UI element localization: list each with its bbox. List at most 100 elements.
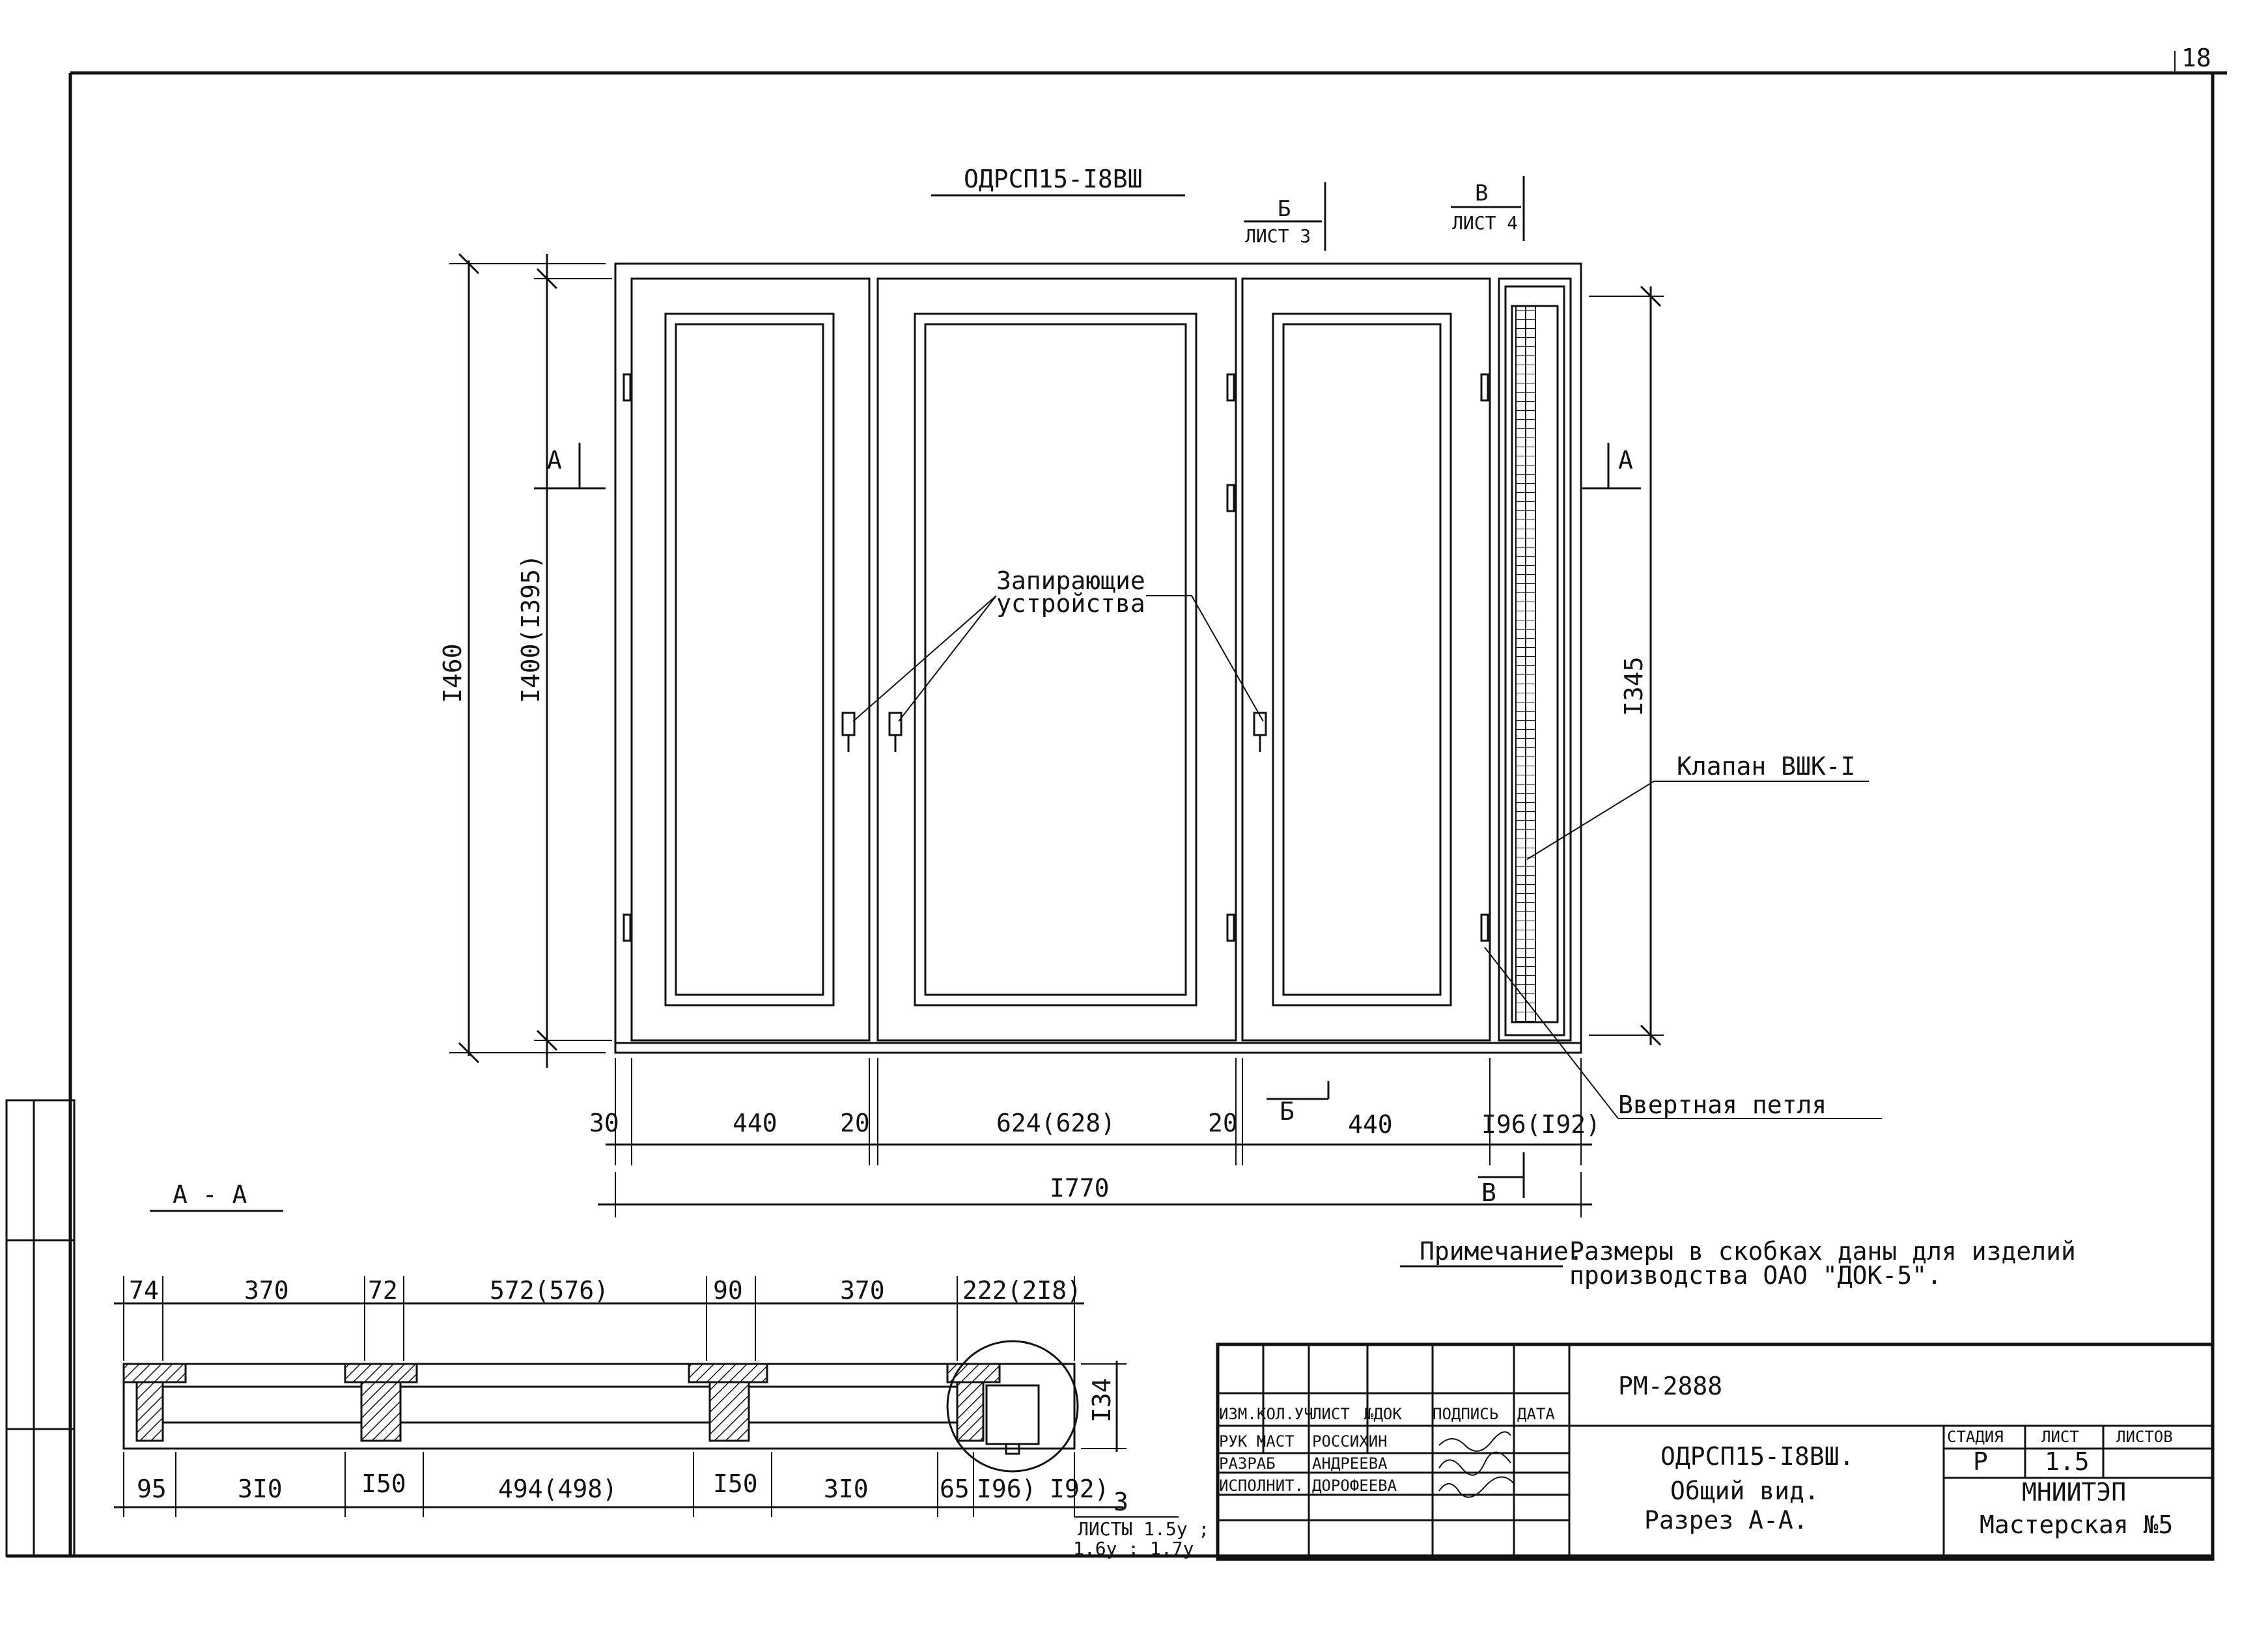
svg-text:ДОРОФЕЕВА: ДОРОФЕЕВА: [1312, 1477, 1397, 1495]
svg-text:ЛИСТЫ 1.5у ;: ЛИСТЫ 1.5у ;: [1078, 1518, 1209, 1540]
note: Примечание. Размеры в скобках даны для и…: [1400, 1237, 2076, 1290]
svg-text:ДАТА: ДАТА: [1517, 1405, 1555, 1423]
valve-label: Клапан ВШК-I: [1526, 752, 1869, 860]
svg-text:В: В: [1481, 1178, 1496, 1207]
svg-text:РУК МАСТ: РУК МАСТ: [1219, 1432, 1295, 1451]
svg-text:Б: Б: [1278, 196, 1291, 222]
svg-text:3I0: 3I0: [824, 1475, 869, 1503]
lock-device-icon: [841, 712, 1267, 752]
page-number: 18: [2181, 44, 2211, 72]
svg-text:ПОДПИСЬ: ПОДПИСЬ: [1433, 1405, 1498, 1423]
svg-text:ЛИСТ 4: ЛИСТ 4: [1452, 212, 1518, 234]
stamp-info: СТАДИЯ ЛИСТ ЛИСТОВ Р 1.5 МНИИТЭП Мастерс…: [1947, 1428, 2173, 1539]
svg-text:Р: Р: [1973, 1447, 1988, 1476]
section-marker-a-right: А: [1582, 443, 1641, 490]
svg-text:Ввертная петля: Ввертная петля: [1618, 1090, 1827, 1119]
title-block: [1216, 1342, 2215, 1561]
svg-text:I50: I50: [361, 1469, 406, 1498]
svg-text:65: 65: [940, 1475, 970, 1503]
svg-text:494(498): 494(498): [498, 1475, 617, 1503]
svg-text:АНДРЕЕВА: АНДРЕЕВА: [1312, 1454, 1388, 1473]
locking-label: Запирающие устройства: [852, 566, 1264, 722]
svg-text:ЛИСТ: ЛИСТ: [2041, 1428, 2079, 1446]
section-bottom-dims: 95 3I0 I50 494(498) I50 3I0 65 I96) I92): [114, 1452, 1123, 1517]
drawing-title: ОДРСП15-I8ВШ: [964, 165, 1143, 193]
dim-height-valve: I345: [1589, 285, 1664, 1046]
svg-text:№ДОК: №ДОК: [1364, 1405, 1402, 1423]
section-marker-b-top: Б ЛИСТ 3: [1244, 182, 1326, 251]
section-top-dims: 74 370 72 572(576) 90 370 222(2I8): [114, 1276, 1084, 1361]
svg-text:90: 90: [713, 1276, 743, 1305]
svg-text:Мастерская №5: Мастерская №5: [1980, 1510, 2173, 1539]
dim-width-total: I770: [598, 1172, 1592, 1217]
sheet-frame: [5, 51, 2227, 1558]
svg-text:В: В: [1475, 180, 1488, 206]
svg-text:Запирающие: Запирающие: [996, 566, 1145, 595]
hinge-label: Ввертная петля: [1484, 947, 1882, 1119]
svg-text:МНИИТЭП: МНИИТЭП: [2022, 1478, 2126, 1507]
svg-text:3: 3: [1113, 1488, 1128, 1516]
dim-width-row: 30 440 20 624(628) 20 440 I96(I92): [589, 1058, 1601, 1165]
section-marker-v-bottom: В: [1478, 1152, 1525, 1207]
svg-text:I92): I92): [1050, 1475, 1110, 1503]
svg-text:А - А: А - А: [173, 1180, 247, 1209]
svg-text:440: 440: [1348, 1110, 1393, 1139]
svg-text:ОДРСП15-I8ВШ.: ОДРСП15-I8ВШ.: [1660, 1442, 1854, 1471]
svg-text:КОЛ.УЧ: КОЛ.УЧ: [1257, 1405, 1313, 1423]
svg-text:572(576): 572(576): [490, 1276, 609, 1305]
svg-text:1.6у ; 1.7у: 1.6у ; 1.7у: [1073, 1538, 1194, 1559]
svg-text:РОССИХИН: РОССИХИН: [1312, 1432, 1388, 1451]
svg-text:I400(I395): I400(I395): [516, 554, 545, 703]
detail-reference: 3 ЛИСТЫ 1.5у ; 1.6у ; 1.7у: [1073, 1488, 1209, 1559]
dim-height-overall: I460: [438, 253, 606, 1064]
svg-text:222(2I8): 222(2I8): [962, 1276, 1082, 1305]
svg-text:I460: I460: [438, 643, 467, 703]
svg-text:А: А: [1618, 446, 1633, 475]
svg-text:производства ОАО "ДОК-5".: производства ОАО "ДОК-5".: [1569, 1261, 1942, 1290]
section-profile: [122, 1340, 1079, 1473]
svg-text:ИСПОЛНИТ.: ИСПОЛНИТ.: [1219, 1477, 1304, 1495]
svg-text:20: 20: [1208, 1109, 1238, 1137]
svg-text:I34: I34: [1087, 1378, 1116, 1423]
svg-text:ИЗМ.: ИЗМ.: [1219, 1405, 1257, 1423]
section-title: А - А: [150, 1180, 283, 1212]
section-marker-b-bottom: Б: [1267, 1081, 1330, 1126]
svg-text:370: 370: [244, 1276, 289, 1305]
svg-text:РАЗРАБ: РАЗРАБ: [1219, 1454, 1276, 1473]
svg-text:624(628): 624(628): [996, 1109, 1115, 1137]
svg-text:Общий вид.: Общий вид.: [1670, 1477, 1819, 1505]
stamp-headers: ИЗМ. КОЛ.УЧ ЛИСТ №ДОК ПОДПИСЬ ДАТА: [1219, 1405, 1555, 1423]
svg-text:ЛИСТ 3: ЛИСТ 3: [1245, 225, 1311, 247]
svg-text:30: 30: [589, 1109, 619, 1137]
svg-text:Клапан ВШК-I: Клапан ВШК-I: [1677, 752, 1856, 781]
svg-text:I345: I345: [1619, 656, 1648, 716]
stamp-rows: РУК МАСТ РОССИХИН РАЗРАБ АНДРЕЕВА ИСПОЛН…: [1219, 1431, 1515, 1498]
svg-text:20: 20: [840, 1109, 870, 1137]
stamp-title: ОДРСП15-I8ВШ. Общий вид. Разрез А-А.: [1644, 1442, 1854, 1535]
svg-text:3I0: 3I0: [238, 1475, 283, 1503]
svg-text:I50: I50: [713, 1469, 758, 1498]
svg-text:440: 440: [733, 1109, 777, 1137]
section-marker-a-left: А: [534, 443, 606, 490]
svg-text:устройства: устройства: [996, 589, 1145, 618]
svg-text:Разрез А-А.: Разрез А-А.: [1644, 1506, 1808, 1535]
dim-height-sash: I400(I395): [516, 254, 612, 1068]
svg-text:I96(I92): I96(I92): [1481, 1110, 1601, 1139]
svg-text:ЛИСТОВ: ЛИСТОВ: [2116, 1428, 2173, 1446]
svg-text:95: 95: [137, 1475, 167, 1503]
svg-text:Б: Б: [1280, 1097, 1295, 1126]
svg-text:74: 74: [129, 1276, 159, 1305]
section-marker-v-top: В ЛИСТ 4: [1451, 176, 1525, 241]
section-height-dim: I34: [1081, 1361, 1127, 1452]
window-elevation: [614, 262, 1582, 1054]
svg-text:Примечание.: Примечание.: [1420, 1237, 1584, 1266]
doc-code: РМ-2888: [1618, 1372, 1722, 1400]
svg-text:I770: I770: [1050, 1174, 1110, 1202]
svg-text:А: А: [547, 446, 562, 475]
svg-text:1.5: 1.5: [2045, 1447, 2090, 1476]
svg-text:72: 72: [368, 1276, 398, 1305]
svg-text:370: 370: [840, 1276, 885, 1305]
svg-text:I96): I96): [977, 1475, 1037, 1503]
svg-text:ЛИСТ: ЛИСТ: [1312, 1405, 1350, 1423]
